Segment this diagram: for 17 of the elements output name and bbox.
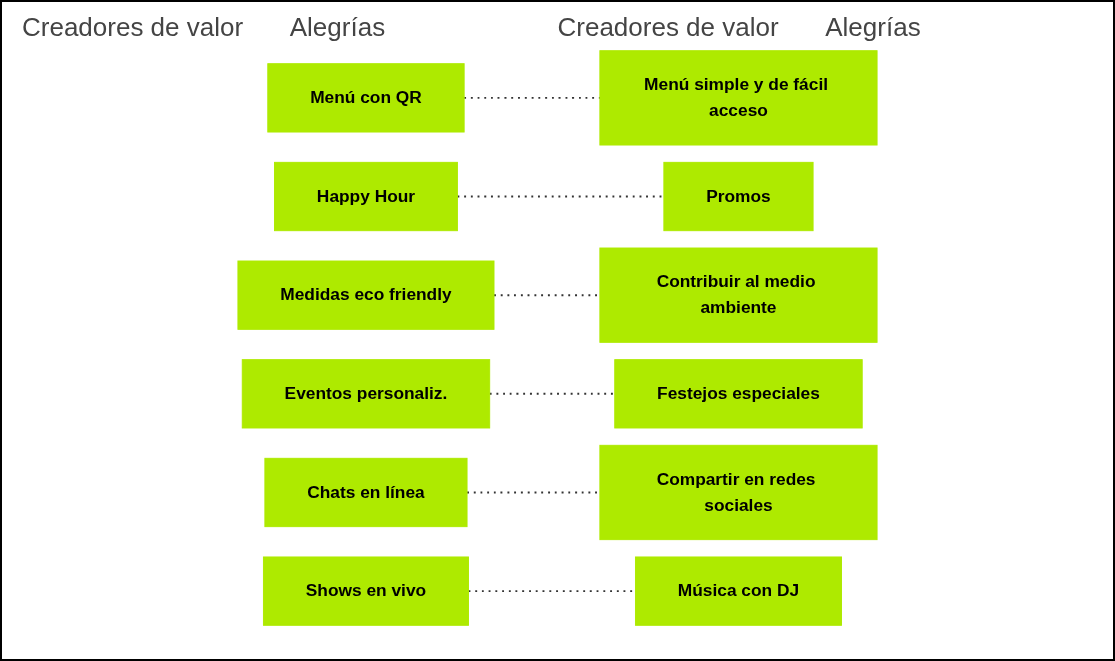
column-heading: Creadores de valor: [22, 12, 245, 43]
node-box: Música con DJ: [635, 556, 842, 626]
node-box: Menú con QR: [267, 63, 465, 133]
column-heading: Alegrías: [825, 12, 922, 43]
column-heading: Creadores de valor: [557, 12, 780, 43]
node-box: Eventos personaliz.: [241, 359, 491, 429]
node-box: Chats en línea: [264, 457, 468, 528]
column-heading: Alegrías: [289, 12, 387, 43]
node-box: Compartir en redes sociales: [599, 444, 878, 541]
node-box: Shows en vivo: [262, 556, 469, 626]
node-box: Contribuir al medio ambiente: [599, 247, 878, 343]
node-box: Festejos especiales: [614, 359, 863, 429]
node-box: Menú simple y de fácil acceso: [599, 50, 878, 146]
node-box: Promos: [663, 161, 814, 232]
node-box: Medidas eco friendly: [237, 260, 495, 330]
connector: [488, 392, 616, 395]
node-box: Happy Hour: [274, 161, 458, 232]
